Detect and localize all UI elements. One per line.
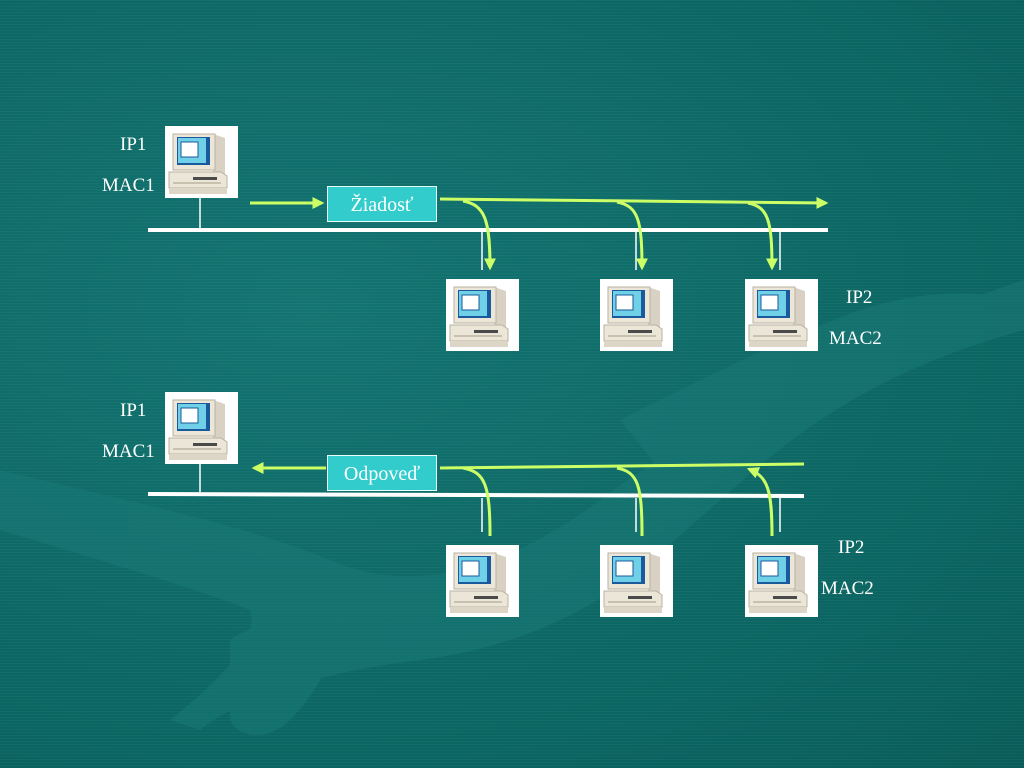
reply-target-computer [745, 545, 818, 617]
computer-icon [745, 545, 818, 617]
computer-icon [165, 392, 238, 464]
request-receiver-computer-2 [600, 279, 673, 351]
request-target-computer [745, 279, 818, 351]
request-message-box: Žiadosť [327, 186, 437, 222]
reply-branch-1 [462, 466, 492, 537]
reply-target-mac-label: MAC2 [821, 578, 874, 599]
computer-icon [446, 545, 519, 617]
computer-icon [446, 279, 519, 351]
reply-bus-line [147, 492, 805, 498]
request-branch-arrow-2 [616, 200, 648, 271]
reply-uplink-arrow [746, 467, 774, 537]
request-sender-mac-label: MAC1 [102, 175, 155, 196]
reply-branch-2 [616, 466, 644, 537]
request-target-ip-label: IP2 [846, 287, 873, 308]
computer-icon [165, 126, 238, 198]
computer-icon [745, 279, 818, 351]
reply-main-line [439, 462, 805, 470]
request-sender-computer [165, 126, 238, 198]
reply-target-ip-label: IP2 [838, 537, 865, 558]
reply-receiver-computer-1 [446, 545, 519, 617]
reply-message-box: Odpoveď [327, 455, 437, 491]
request-broadcast-arrow [439, 196, 829, 209]
request-sender-ip-label: IP1 [120, 134, 147, 155]
request-branch-arrow-3 [747, 201, 778, 271]
request-branch-arrow-1 [462, 199, 496, 271]
request-receiver-computer-1 [446, 279, 519, 351]
computer-icon [600, 545, 673, 617]
reply-sender-mac-label: MAC1 [102, 441, 155, 462]
computer-icon [600, 279, 673, 351]
reply-receiver-computer-2 [600, 545, 673, 617]
request-target-mac-label: MAC2 [829, 328, 882, 349]
reply-sender-ip-label: IP1 [120, 400, 147, 421]
reply-sender-computer [165, 392, 238, 464]
